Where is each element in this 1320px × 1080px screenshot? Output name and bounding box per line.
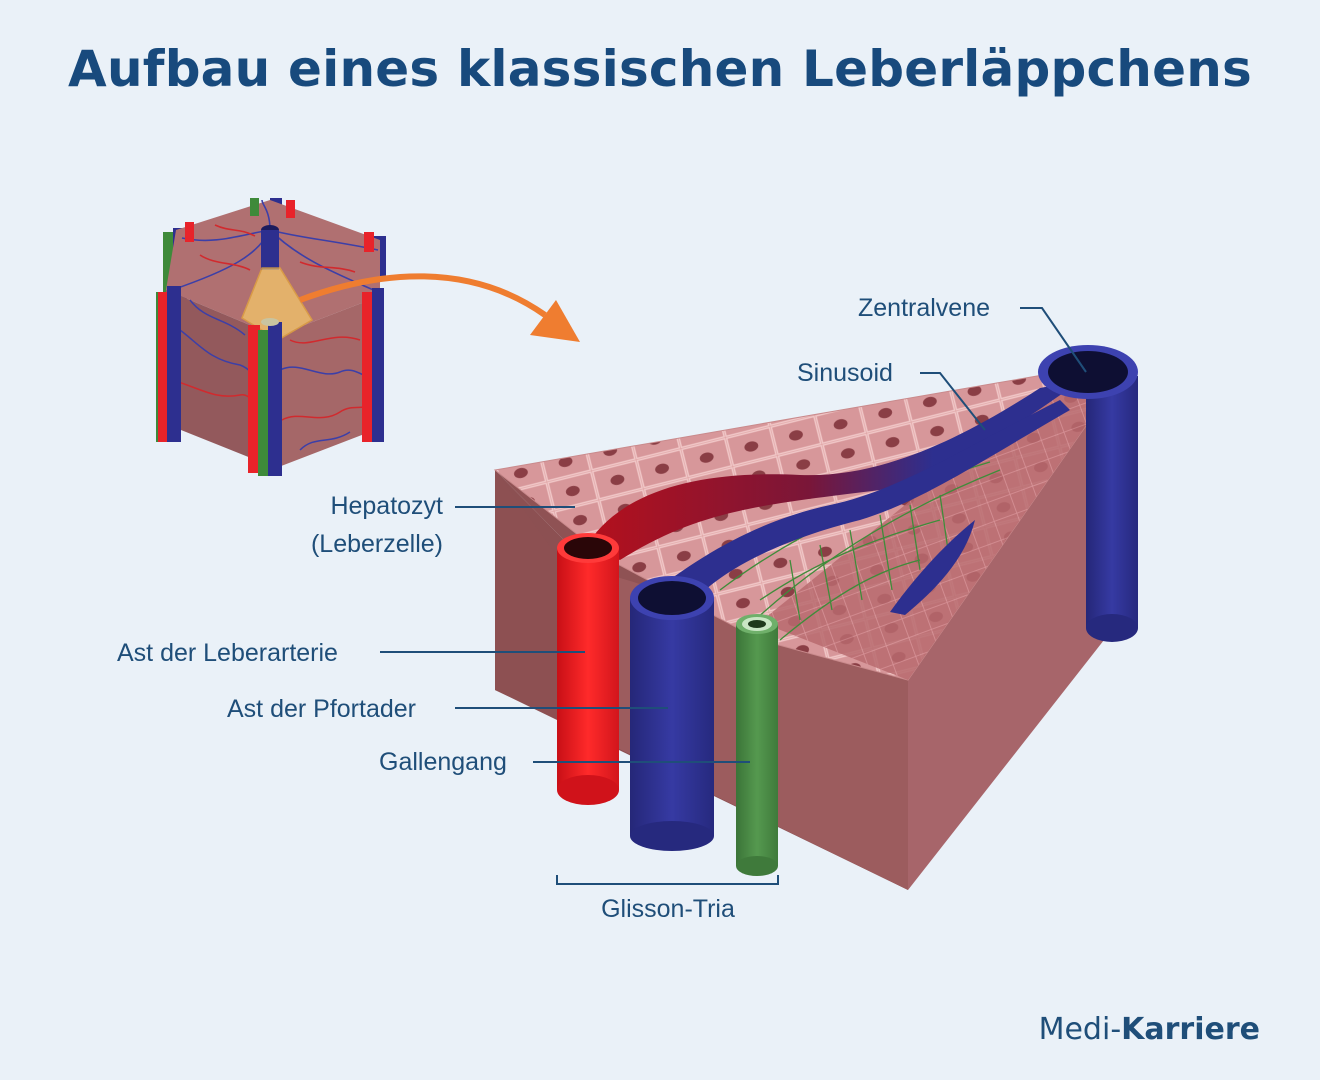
medi-karriere-logo: Medi-Karriere xyxy=(1039,1012,1260,1047)
label-zentralvene: Zentralvene xyxy=(858,292,990,324)
bile-duct xyxy=(736,614,778,876)
label-glisson-tria: Glisson-Tria xyxy=(557,893,779,925)
label-sinusoid: Sinusoid xyxy=(797,357,893,389)
portal-vein-branch xyxy=(630,576,714,851)
label-leberzelle: (Leberzelle) xyxy=(283,528,443,560)
logo-part2: Karriere xyxy=(1121,1012,1260,1047)
label-leberarterie: Ast der Leberarterie xyxy=(117,637,338,669)
label-hepatozyt: Hepatozyt xyxy=(300,490,443,522)
label-pfortader: Ast der Pfortader xyxy=(227,693,416,725)
artery-branch xyxy=(557,533,619,805)
label-gallengang: Gallengang xyxy=(379,746,507,778)
lobule-overview xyxy=(156,198,386,476)
logo-part1: Medi- xyxy=(1039,1012,1122,1047)
